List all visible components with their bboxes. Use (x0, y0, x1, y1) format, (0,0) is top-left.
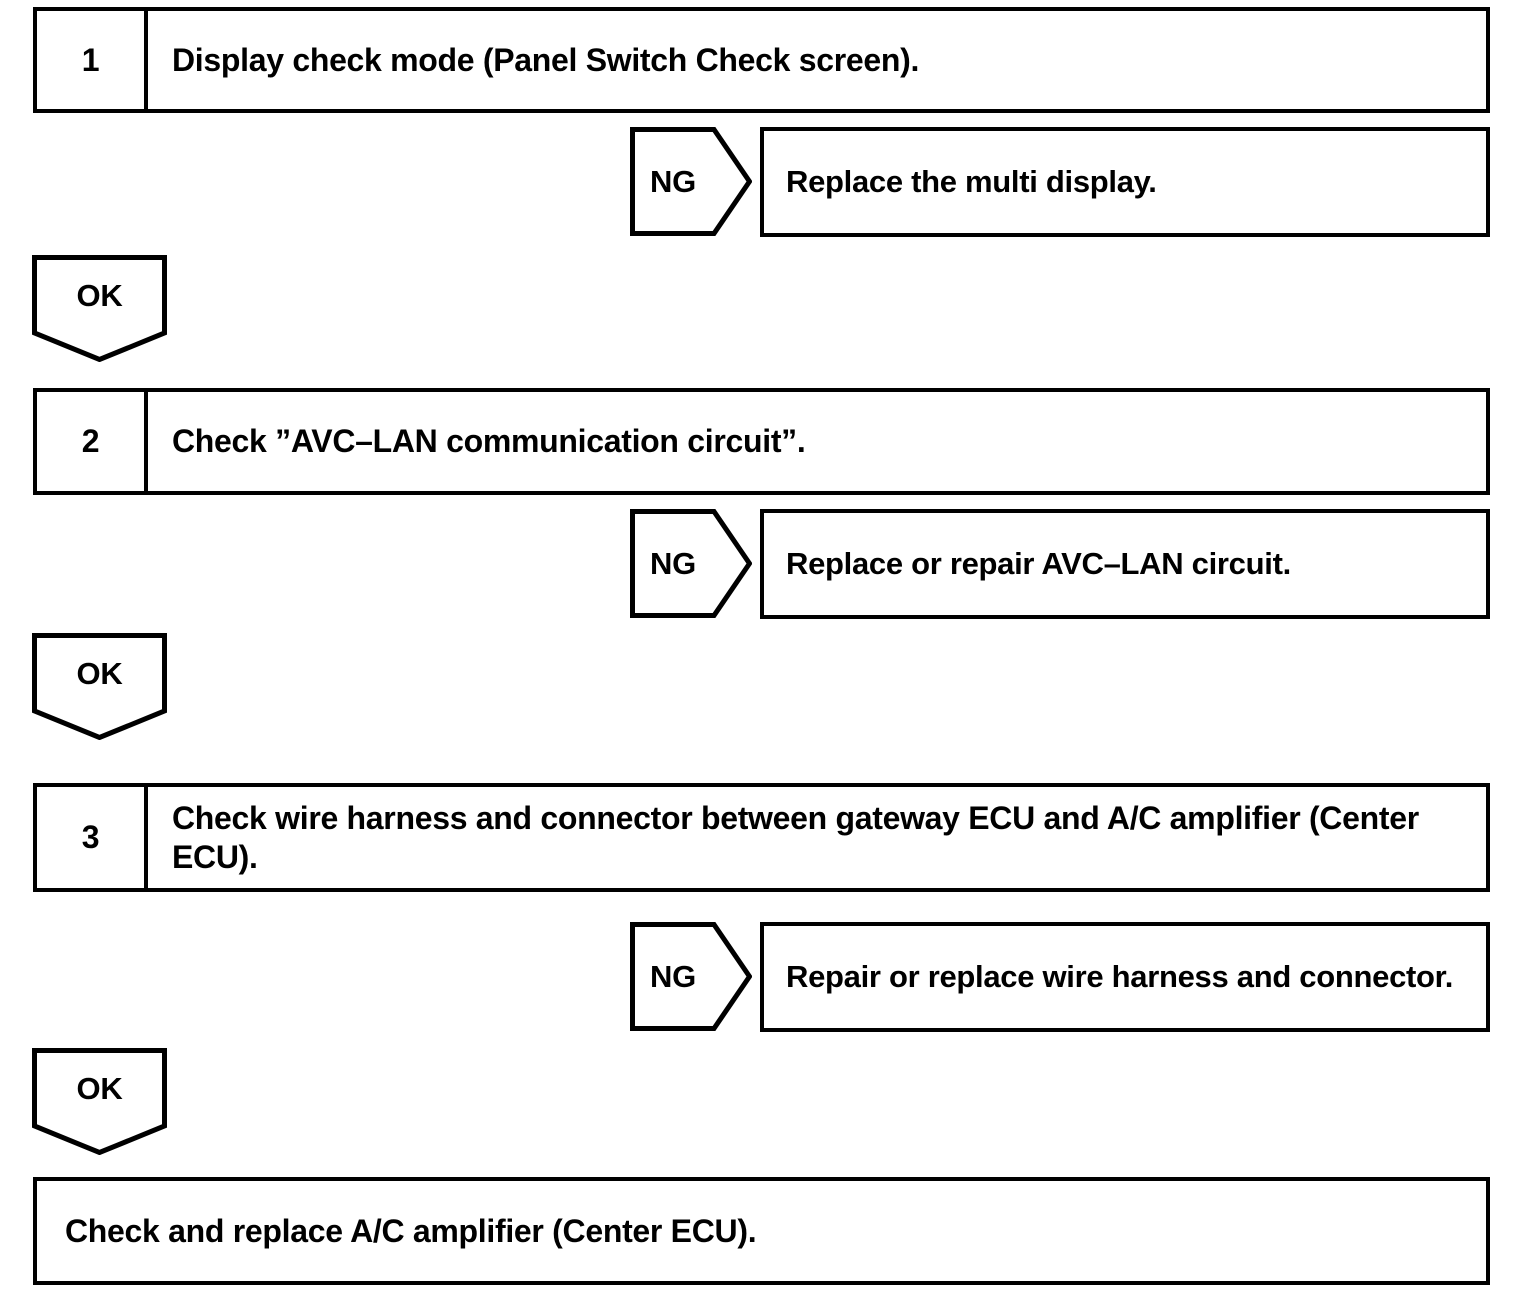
ng-connector-2: NG (630, 509, 752, 618)
step-box-2: 2 Check ”AVC–LAN communication circuit”. (33, 388, 1490, 495)
ng-connector-3: NG (630, 922, 752, 1031)
step-1-instruction: Display check mode (Panel Switch Check s… (172, 41, 920, 78)
ng-arrow-icon (630, 922, 752, 1031)
ng-label-1: NG (650, 163, 696, 199)
ng-result-box-2: Replace or repair AVC–LAN circuit. (760, 509, 1490, 619)
ng-action-1: Replace the multi display. (786, 164, 1157, 199)
step-2-instruction: Check ”AVC–LAN communication circuit”. (172, 423, 806, 459)
step-3-instruction: Check wire harness and connector between… (172, 799, 1419, 875)
ng-action-3: Repair or replace wire harness and conne… (786, 959, 1454, 994)
ok-connector-3: OK (32, 1048, 167, 1155)
ok-arrow-icon (32, 633, 167, 740)
step-box-3: 3 Check wire harness and connector betwe… (33, 783, 1490, 892)
ng-arrow-icon (630, 127, 752, 236)
step-box-1: 1 Display check mode (Panel Switch Check… (33, 7, 1490, 113)
ok-label-1: OK (76, 278, 123, 313)
ok-connector-2: OK (32, 633, 167, 740)
ng-connector-1: NG (630, 127, 752, 236)
ng-result-box-3: Repair or replace wire harness and conne… (760, 922, 1490, 1032)
step-2-number: 2 (37, 392, 148, 491)
ok-label-3: OK (76, 1071, 123, 1106)
step-3-number: 3 (37, 787, 148, 888)
ng-result-box-1: Replace the multi display. (760, 127, 1490, 237)
ok-arrow-icon (32, 255, 167, 362)
ng-action-2: Replace or repair AVC–LAN circuit. (786, 546, 1291, 581)
final-action-text: Check and replace A/C amplifier (Center … (65, 1212, 757, 1249)
ng-label-3: NG (650, 958, 696, 994)
ng-arrow-icon (630, 509, 752, 618)
ok-connector-1: OK (32, 255, 167, 362)
ng-label-2: NG (650, 545, 696, 581)
step-1-number: 1 (37, 11, 148, 109)
ok-label-2: OK (76, 656, 123, 691)
ok-arrow-icon (32, 1048, 167, 1155)
final-action-box: Check and replace A/C amplifier (Center … (33, 1177, 1490, 1285)
